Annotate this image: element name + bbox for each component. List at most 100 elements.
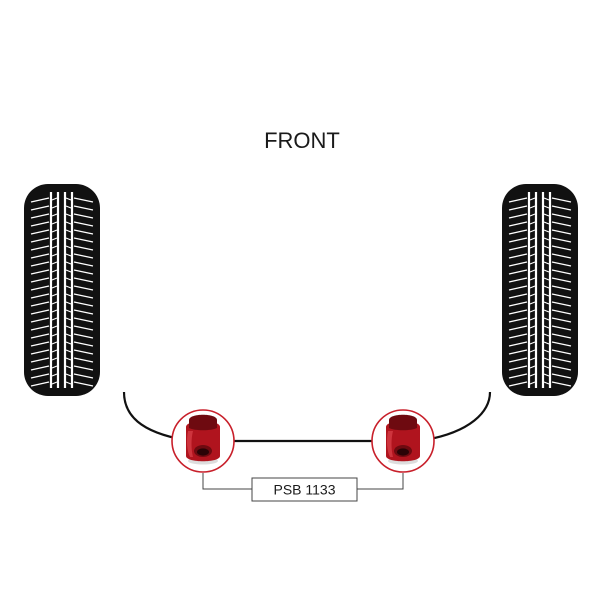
tread-sipe xyxy=(51,365,58,369)
tread-sipe xyxy=(30,213,50,219)
tread-sipe xyxy=(65,221,72,225)
bush-bore-inner xyxy=(397,448,409,456)
tread-sipe xyxy=(508,261,528,267)
tread-sipe xyxy=(529,309,536,313)
tread-sipe xyxy=(73,253,94,259)
tread-sipe xyxy=(529,269,536,273)
tread-sipe xyxy=(65,253,72,257)
part-number-label: PSB 1133 xyxy=(251,477,358,502)
tread-sipe xyxy=(551,293,572,299)
tread-sipe xyxy=(73,333,94,339)
tread-sipe xyxy=(30,373,50,379)
tread-sipe xyxy=(30,237,50,243)
tread-sipe xyxy=(529,365,536,369)
tread-sipe xyxy=(551,333,572,339)
tread-sipe xyxy=(543,325,550,329)
tread-sipe xyxy=(65,341,72,345)
tread-sipe xyxy=(30,245,50,251)
tread-sipe xyxy=(543,229,550,233)
tread-sipe xyxy=(51,213,58,217)
tread-sipe xyxy=(529,325,536,329)
tread-sipe xyxy=(65,325,72,329)
tread-sipe xyxy=(30,269,50,275)
tread-sipe xyxy=(30,309,50,315)
tread-sipe xyxy=(543,309,550,313)
tread-sipe xyxy=(543,269,550,273)
bush-highlight xyxy=(186,431,193,457)
tread-sipe xyxy=(551,357,572,363)
tread-sipe xyxy=(73,229,94,235)
tread-sipe xyxy=(543,333,550,337)
tread-sipe xyxy=(51,381,58,385)
tread-sipe xyxy=(551,261,572,267)
tire-body xyxy=(24,184,100,396)
left-bush-icon xyxy=(171,409,235,473)
tread-sipe xyxy=(543,261,550,265)
tread-sipe xyxy=(65,333,72,337)
tread-sipe xyxy=(543,245,550,249)
tread-sipe xyxy=(30,205,50,211)
tread-sipe xyxy=(30,197,50,203)
tread-sipe xyxy=(543,349,550,353)
tread-sipe xyxy=(65,317,72,321)
tread-sipe xyxy=(51,221,58,225)
tread-sipe xyxy=(551,373,572,379)
tread-sipe xyxy=(73,309,94,315)
tread-sipe xyxy=(51,253,58,257)
tread-sipe xyxy=(508,253,528,259)
tread-sipe xyxy=(508,197,528,203)
tread-sipe xyxy=(529,341,536,345)
tread-sipe xyxy=(73,301,94,307)
right-tire-icon xyxy=(502,184,578,396)
tread-sipe xyxy=(543,221,550,225)
tread-sipe xyxy=(508,221,528,227)
tread-sipe xyxy=(508,325,528,331)
tread-sipe xyxy=(30,285,50,291)
tread-sipe xyxy=(30,221,50,227)
tread-sipe xyxy=(65,373,72,377)
right-bush-icon xyxy=(371,409,435,473)
tread-sipe xyxy=(508,333,528,339)
tread-sipe xyxy=(551,269,572,275)
tread-sipe xyxy=(543,205,550,209)
tread-sipe xyxy=(51,261,58,265)
tread-sipe xyxy=(65,229,72,233)
tread-sipe xyxy=(65,245,72,249)
tread-sipe xyxy=(543,381,550,385)
tread-sipe xyxy=(51,357,58,361)
tread-sipe xyxy=(30,357,50,363)
tread-sipe xyxy=(543,317,550,321)
tread-sipe xyxy=(65,301,72,305)
bush-bore-inner xyxy=(197,448,209,456)
tread-sipe xyxy=(51,325,58,329)
tread-sipe xyxy=(73,357,94,363)
tread-sipe xyxy=(51,269,58,273)
tread-sipe xyxy=(529,261,536,265)
tread-sipe xyxy=(551,365,572,371)
tread-sipe xyxy=(51,341,58,345)
tread-sipe xyxy=(51,197,58,201)
tread-sipe xyxy=(30,381,50,387)
bush-flange xyxy=(189,414,217,431)
tread-sipe xyxy=(73,349,94,355)
tread-sipes xyxy=(30,197,94,387)
tread-sipe xyxy=(551,381,572,387)
tread-sipe xyxy=(73,317,94,323)
tread-sipe xyxy=(73,325,94,331)
tread-sipe xyxy=(543,301,550,305)
bush-highlight xyxy=(386,431,393,457)
tread-sipe xyxy=(543,197,550,201)
tread-sipe xyxy=(65,197,72,201)
right-leader-line xyxy=(357,473,404,490)
tread-sipe xyxy=(30,253,50,259)
tread-sipe xyxy=(529,221,536,225)
tread-sipe xyxy=(65,269,72,273)
tread-sipe xyxy=(73,381,94,387)
tread-sipe xyxy=(30,301,50,307)
tread-sipe xyxy=(543,277,550,281)
tread-sipe xyxy=(508,285,528,291)
tread-sipe xyxy=(73,237,94,243)
tread-sipe xyxy=(508,301,528,307)
tread-sipe xyxy=(65,309,72,313)
